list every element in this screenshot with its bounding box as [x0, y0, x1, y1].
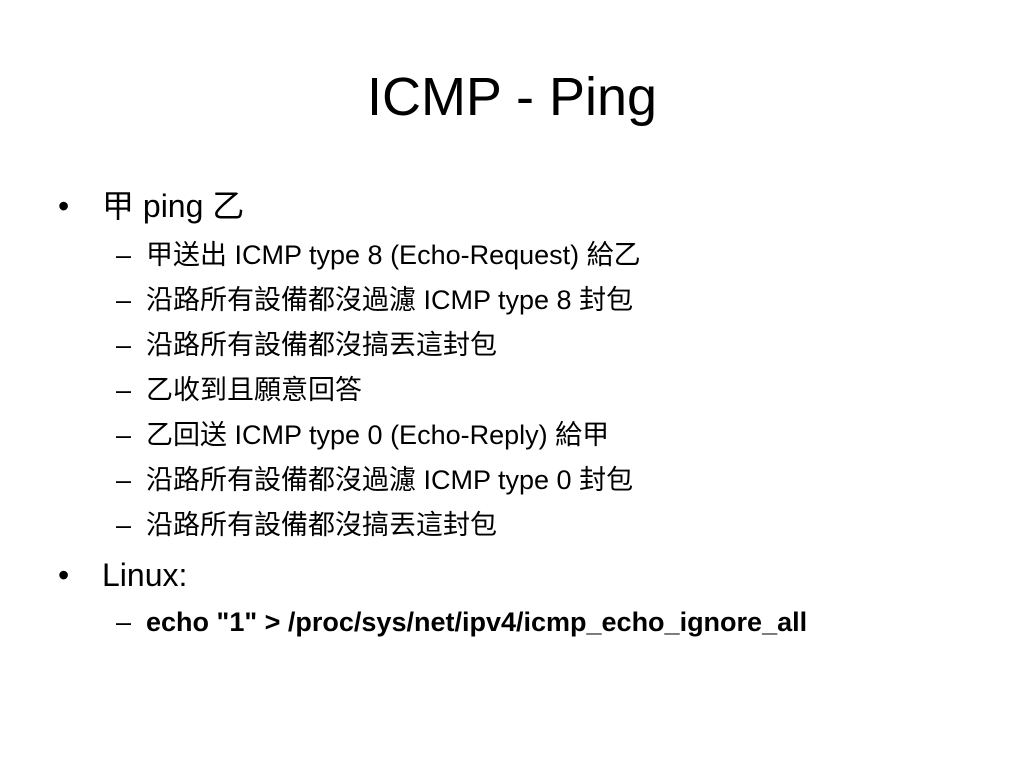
sub-item-text: 沿路所有設備都沒過濾 ICMP type 0 封包 — [146, 465, 634, 495]
sub-item-text: 乙收到且願意回答 — [146, 375, 362, 405]
dash-icon: – — [116, 240, 132, 270]
dash-icon: – — [116, 330, 132, 360]
bullet-text: 甲 ping 乙 — [102, 188, 245, 224]
dash-icon: – — [116, 510, 132, 540]
sub-item-text: 沿路所有設備都沒搞丟這封包 — [146, 510, 497, 540]
bullet-text: Linux: — [102, 557, 188, 593]
dash-icon: – — [116, 420, 132, 450]
dash-icon: – — [116, 465, 132, 495]
sub-item-text: 甲送出 ICMP type 8 (Echo-Request) 給乙 — [146, 240, 641, 270]
dash-icon: – — [116, 607, 132, 637]
bullet-icon: • — [58, 188, 70, 224]
bullet-icon: • — [58, 557, 70, 593]
sub-item-text: 沿路所有設備都沒搞丟這封包 — [146, 330, 497, 360]
command-text: echo "1" > /proc/sys/net/ipv4/icmp_echo_… — [146, 607, 808, 637]
sub-item-text: 乙回送 ICMP type 0 (Echo-Reply) 給甲 — [146, 420, 610, 450]
sub-item-text: 沿路所有設備都沒過濾 ICMP type 8 封包 — [146, 285, 634, 315]
dash-icon: – — [116, 375, 132, 405]
slide-title: ICMP - Ping — [366, 67, 658, 127]
dash-icon: – — [116, 285, 132, 315]
